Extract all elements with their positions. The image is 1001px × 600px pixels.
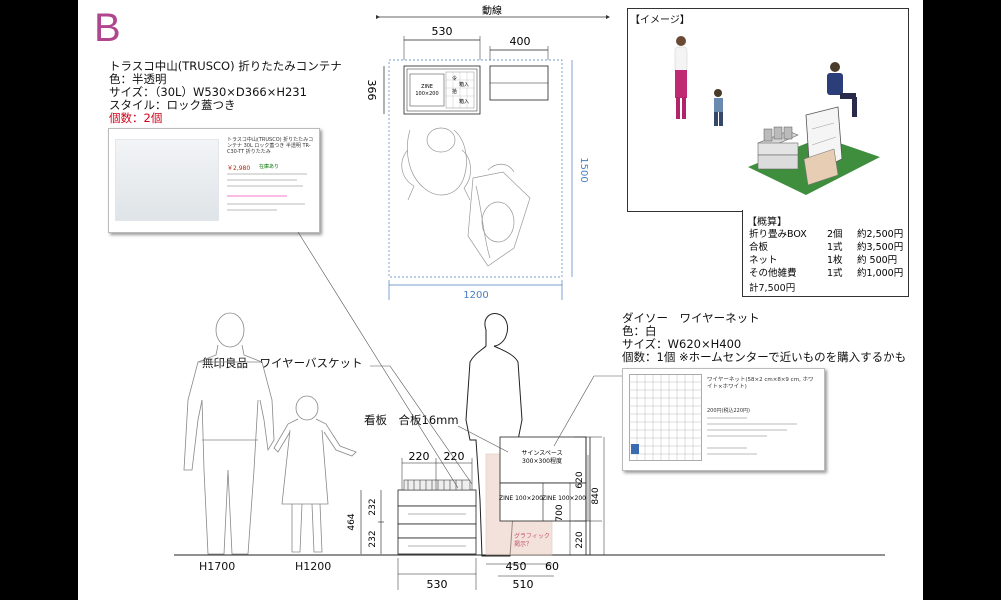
elev-zine-1: ZINE 100×200 (499, 495, 543, 502)
wire-net-product-screenshot: ワイヤーネット(58×2 cm×8×9 cm, ホワイト×ホワイト) 200円(… (622, 368, 825, 471)
estimate-title: 【概算】 (747, 217, 787, 228)
estimate-qty: 1式 (827, 268, 843, 279)
traffic-label: 動線 (482, 4, 502, 17)
elev-dim-220b: 220 (444, 450, 465, 463)
plan-small-1: 令 (452, 75, 457, 82)
svg-text:グラフィック: グラフィック (514, 532, 550, 540)
elev-dim-220a: 220 (409, 450, 430, 463)
wire-net-count: 個数：1個 ※ホームセンターで近いものを購入するかも (622, 350, 907, 364)
plan-small-4: 箱入 (459, 98, 469, 105)
svg-text:掲示？: 掲示？ (514, 540, 532, 548)
estimate-price: 約1,000円 (857, 268, 904, 279)
image-dim-a: 1200 (763, 181, 777, 191)
screenshot-price: ￥2,980 (227, 165, 251, 172)
estimate-price: 約2,500円 (857, 229, 904, 240)
estimate-qty: 1枚 (827, 255, 843, 266)
wire-net-spec: ダイソー ワイヤーネット 色：白 サイズ：W620×H400 個数：1個 ※ホー… (622, 312, 906, 364)
image-panel-title: 【イメージ】 (630, 15, 690, 26)
elev-dim-530: 530 (427, 578, 448, 591)
elev-dim-232b: 232 (368, 530, 378, 547)
container-product-screenshot: トラスコ中山(TRUSCO) 折りたたみコンテナ 30L ロック蓋つき 半透明 … (108, 128, 320, 233)
elev-dim-510: 510 (513, 578, 534, 591)
plan-dim-400: 400 (510, 35, 531, 48)
estimate-item: ネット (749, 255, 778, 266)
plan-small-3: 箱入 (459, 81, 469, 88)
image-panel: 【イメージ】 (627, 8, 909, 212)
elev-dim-450: 450 (506, 560, 527, 573)
container-spec: トラスコ中山(TRUSCO) 折りたたみコンテナ 色：半透明 サイズ：（30L）… (109, 60, 342, 125)
estimate-box: 【概算】 折り畳みBOX 2個 約2,500円合板 1式 約3,500円ネット 1枚 約 5… (742, 210, 909, 297)
screenshot-stock: 在庫あり (259, 164, 280, 170)
board-label: 看板 合板16mm (364, 413, 459, 427)
container-count: 個数：2個 (109, 111, 163, 125)
estimate-item: その他雑費 (749, 268, 797, 279)
basket-label: 無印良品 ワイヤーバスケット (202, 356, 363, 370)
estimate-total: 計7,500円 (749, 283, 796, 294)
estimate-price: 約 500円 (857, 255, 898, 266)
estimate-row: ネット 1枚 約 500円 (749, 252, 907, 266)
elev-dim-700: 700 (555, 504, 565, 521)
plan-dim-1200: 1200 (463, 290, 488, 301)
plan-dim-366: 366 (365, 80, 378, 101)
elev-dim-840: 840 (591, 487, 601, 504)
container-photo (115, 139, 219, 221)
wire-net-color: 色：白 (622, 324, 657, 338)
screenshot-title: トラスコ中山(TRUSCO) 折りたたみコンテナ 30L ロック蓋つき 半透明 … (227, 137, 314, 155)
estimate-qty: 1式 (827, 242, 843, 253)
plan-zine: ZINE (421, 84, 433, 90)
wire-net-name: ダイソー ワイヤーネット (622, 311, 760, 325)
sheet-letter: B (94, 6, 121, 50)
image-dim-b: 500 (867, 171, 878, 180)
child-height: H1200 (295, 560, 332, 573)
elev-dim-464: 464 (347, 513, 357, 530)
container-name: トラスコ中山(TRUSCO) 折りたたみコンテナ (109, 59, 342, 73)
svg-text:100×200: 100×200 (415, 91, 438, 97)
plan-and-elevation-drawing: 動線 1500 1200 530 400 366 ZINE 100×200 (174, 4, 885, 591)
elev-dim-60: 60 (545, 560, 559, 573)
estimate-item: 合板 (749, 242, 769, 253)
elev-dim-220c: 220 (575, 531, 585, 548)
estimate-price: 約3,500円 (857, 242, 904, 253)
wire-net-grid-photo (629, 374, 702, 461)
elev-dim-620: 620 (575, 471, 585, 488)
plan-dim-1500: 1500 (578, 157, 589, 182)
adult-height: H1700 (199, 560, 236, 573)
wire-net-size: サイズ：W620×H400 (622, 337, 742, 351)
container-size: サイズ：（30L）W530×D366×H231 (109, 85, 307, 99)
plan-dim-530: 530 (432, 25, 453, 38)
estimate-item: 折り畳みBOX (749, 229, 807, 240)
svg-text:サインスペース: サインスペース (521, 450, 562, 457)
plan-small-2: 拾 (452, 88, 457, 95)
estimate-row: 折り畳みBOX 2個 約2,500円 (749, 226, 907, 240)
container-color: 色：半透明 (109, 72, 167, 86)
container-style: スタイル：ロック蓋つき (109, 98, 236, 112)
image-illustration: 1200 500 (674, 36, 880, 195)
elev-dim-232a: 232 (368, 498, 378, 515)
elev-zine-2: ZINE 100×200 (542, 495, 586, 502)
estimate-row: その他雑費 1式 約1,000円 (749, 265, 907, 279)
svg-text:300×300程度: 300×300程度 (522, 457, 562, 465)
wire-net-product-price: 200円(税込220円) (707, 408, 750, 414)
wire-net-product-title: ワイヤーネット(58×2 cm×8×9 cm, ホワイト×ホワイト) (707, 377, 814, 390)
estimate-qty: 2個 (827, 229, 843, 240)
estimate-row: 合板 1式 約3,500円 (749, 239, 907, 253)
drawing-sheet: B トラスコ中山(TRUSCO) 折りたたみコンテナ 色：半透明 サイズ：（30… (78, 0, 923, 600)
